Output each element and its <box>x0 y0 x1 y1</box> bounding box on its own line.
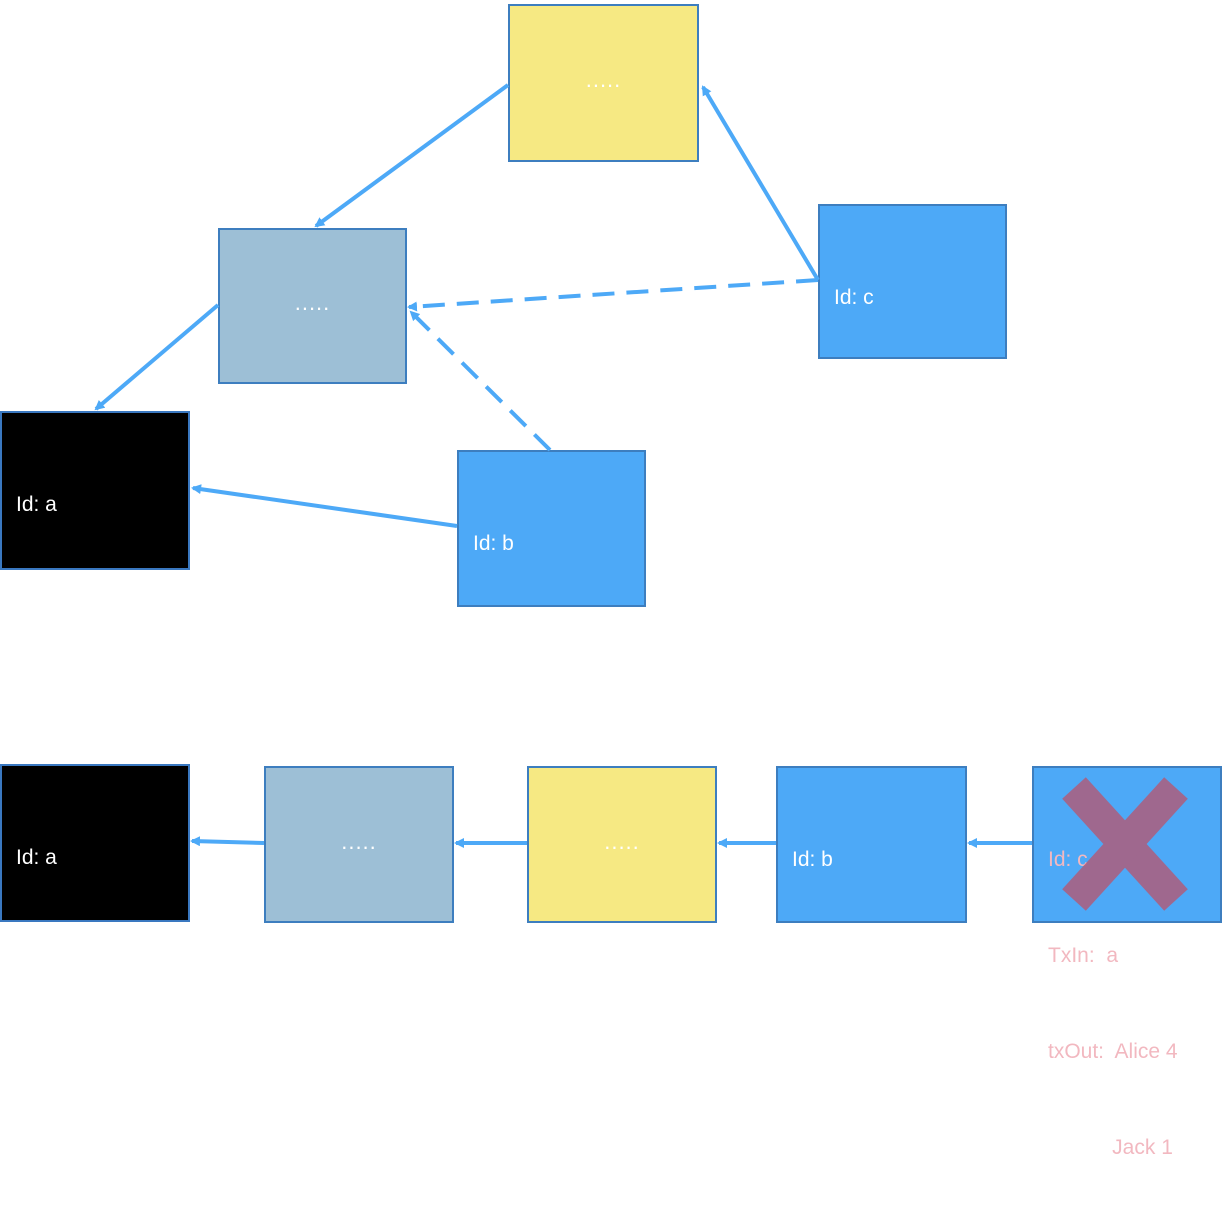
block-txout-2: .... <box>16 1134 92 1157</box>
block-txout: txOut: Alice 4 <box>834 478 964 501</box>
bottom-yellow-block: ..... <box>527 766 717 923</box>
block-b-text: Id: b TxIn: a txOut: Alice 4 Bob 1 <box>792 780 922 1228</box>
top-yellow-block: ..... <box>508 4 699 162</box>
bottom-block-b: Id: b TxIn: a txOut: Alice 4 Bob 1 <box>776 766 967 1159</box>
block-id: Id: c <box>1048 848 1088 871</box>
top-block-a: Id: a TxIn: … txOut: Alice 5 .... <box>0 411 190 804</box>
block-a-text: Id: a TxIn: … txOut: Alice 5 .... <box>16 778 146 1226</box>
block-txout: txOut: Alice 4 <box>1048 1040 1178 1063</box>
top-block-c: Id: c TxIn: a txOut: Alice 4 Jack 1 <box>818 204 1007 597</box>
top-grey-block: ..... <box>218 228 407 384</box>
blockchain-fork-diagram: ..... ..... Id: c TxIn: a txOut: Alice 4… <box>0 4 1222 1159</box>
block-txin: TxIn: … <box>16 942 90 965</box>
block-txin: TxIn: a <box>1048 944 1119 967</box>
arrow-grey-to-a <box>94 303 220 411</box>
block-ellipsis: ..... <box>604 828 640 854</box>
block-txout-2: Jack 1 <box>1048 1136 1173 1159</box>
block-id: Id: b <box>792 848 833 871</box>
block-id: Id: a <box>16 493 57 516</box>
block-ellipsis: ..... <box>341 828 377 854</box>
block-txout: txOut: Alice 5 <box>16 1038 146 1061</box>
block-id: Id: b <box>473 532 514 555</box>
arrow-c-to-grey-dashed <box>407 278 819 312</box>
block-id: Id: a <box>16 846 57 869</box>
block-ellipsis: ..... <box>585 66 622 92</box>
block-c-text: Id: c TxIn: a txOut: Alice 4 Jack 1 <box>1048 780 1178 1228</box>
block-c-text: Id: c TxIn: a txOut: Alice 4 Jack 1 <box>834 218 964 666</box>
block-txin: TxIn: … <box>16 589 90 612</box>
bottom-block-c-rejected: Id: c TxIn: a txOut: Alice 4 Jack 1 <box>1032 766 1222 1159</box>
block-txin: TxIn: a <box>792 944 863 967</box>
block-txin: TxIn: a <box>473 628 544 651</box>
block-txout: txOut: Alice 5 <box>16 685 146 708</box>
block-txout-2: Jack 1 <box>834 574 959 597</box>
arrow-b-to-a <box>191 484 458 528</box>
bottom-grey-block: ..... <box>264 766 454 923</box>
block-txout: txOut: Alice 4 <box>473 724 603 747</box>
arrow-c-to-yellow <box>701 85 820 282</box>
block-ellipsis: ..... <box>294 289 331 315</box>
arrow-grey-to-a-bottom <box>190 836 265 847</box>
block-txout-2: Bob 1 <box>792 1136 912 1159</box>
top-block-b: Id: b TxIn: a txOut: Alice 4 Bob 1 <box>457 450 646 843</box>
bottom-block-a: Id: a TxIn: … txOut: Alice 5 .... <box>0 764 190 1157</box>
block-txout: txOut: Alice 4 <box>792 1040 922 1063</box>
arrow-yellow-to-grey <box>314 83 510 228</box>
block-id: Id: c <box>834 286 874 309</box>
arrow-b-to-grey-dashed <box>409 310 552 452</box>
block-txin: TxIn: a <box>834 382 905 405</box>
